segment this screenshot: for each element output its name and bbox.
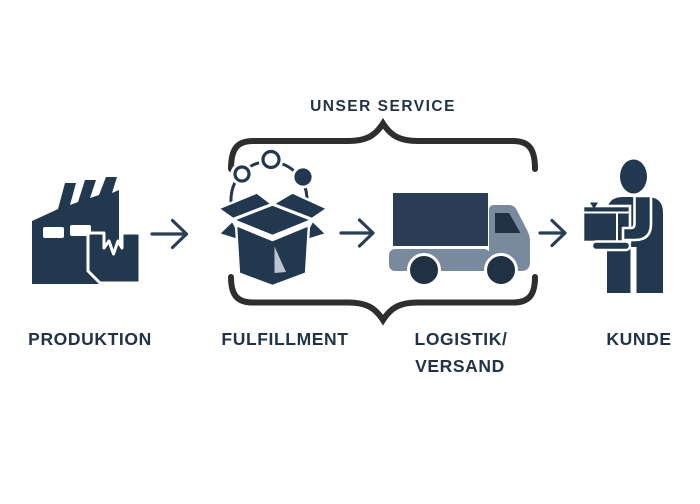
customer-head [620, 159, 647, 194]
factory-window [43, 227, 64, 238]
flow-arrows [150, 218, 567, 250]
open-box-body [216, 191, 329, 288]
arrow-right-icon [150, 218, 189, 250]
factory-icon [32, 177, 142, 285]
network-node-icon [261, 149, 281, 170]
customer-forearm [621, 194, 653, 242]
box-rim [231, 203, 314, 238]
service-bracket-bottom [228, 274, 538, 326]
parcel-lid-line [583, 211, 630, 242]
factory-package [86, 231, 142, 285]
truck-cargo-box [393, 193, 488, 246]
stage-label-produktion: PRODUKTION [28, 329, 152, 349]
bracket-title: UNSER SERVICE [310, 98, 456, 115]
truck-icon [389, 193, 530, 287]
network-node-icon [233, 165, 251, 183]
stage-label-logistik: LOGISTIK/ [415, 329, 508, 349]
truck-wheel [484, 253, 518, 287]
customer-leg-gap [630, 247, 637, 293]
arrow-right-icon [538, 218, 567, 248]
parcel-tape-tab [590, 202, 598, 209]
truck-wheel [407, 253, 441, 287]
stage-label-kunde: KUNDE [606, 329, 671, 349]
customer-hand [590, 240, 632, 252]
box-front [234, 223, 311, 288]
box-fold-highlight [274, 246, 286, 273]
network-node-icon [294, 168, 312, 186]
stage-label-versand: VERSAND [415, 356, 505, 376]
customer-icon [581, 159, 663, 293]
arrow-right-icon [339, 218, 375, 248]
truck-window [495, 213, 521, 233]
service-bracket-top [228, 117, 538, 172]
network-nodes [230, 147, 315, 189]
factory-window [70, 225, 91, 236]
open-box-icon [216, 147, 329, 288]
service-bracket [228, 117, 538, 326]
stage-label-fulfillment: FULFILLMENT [221, 329, 348, 349]
